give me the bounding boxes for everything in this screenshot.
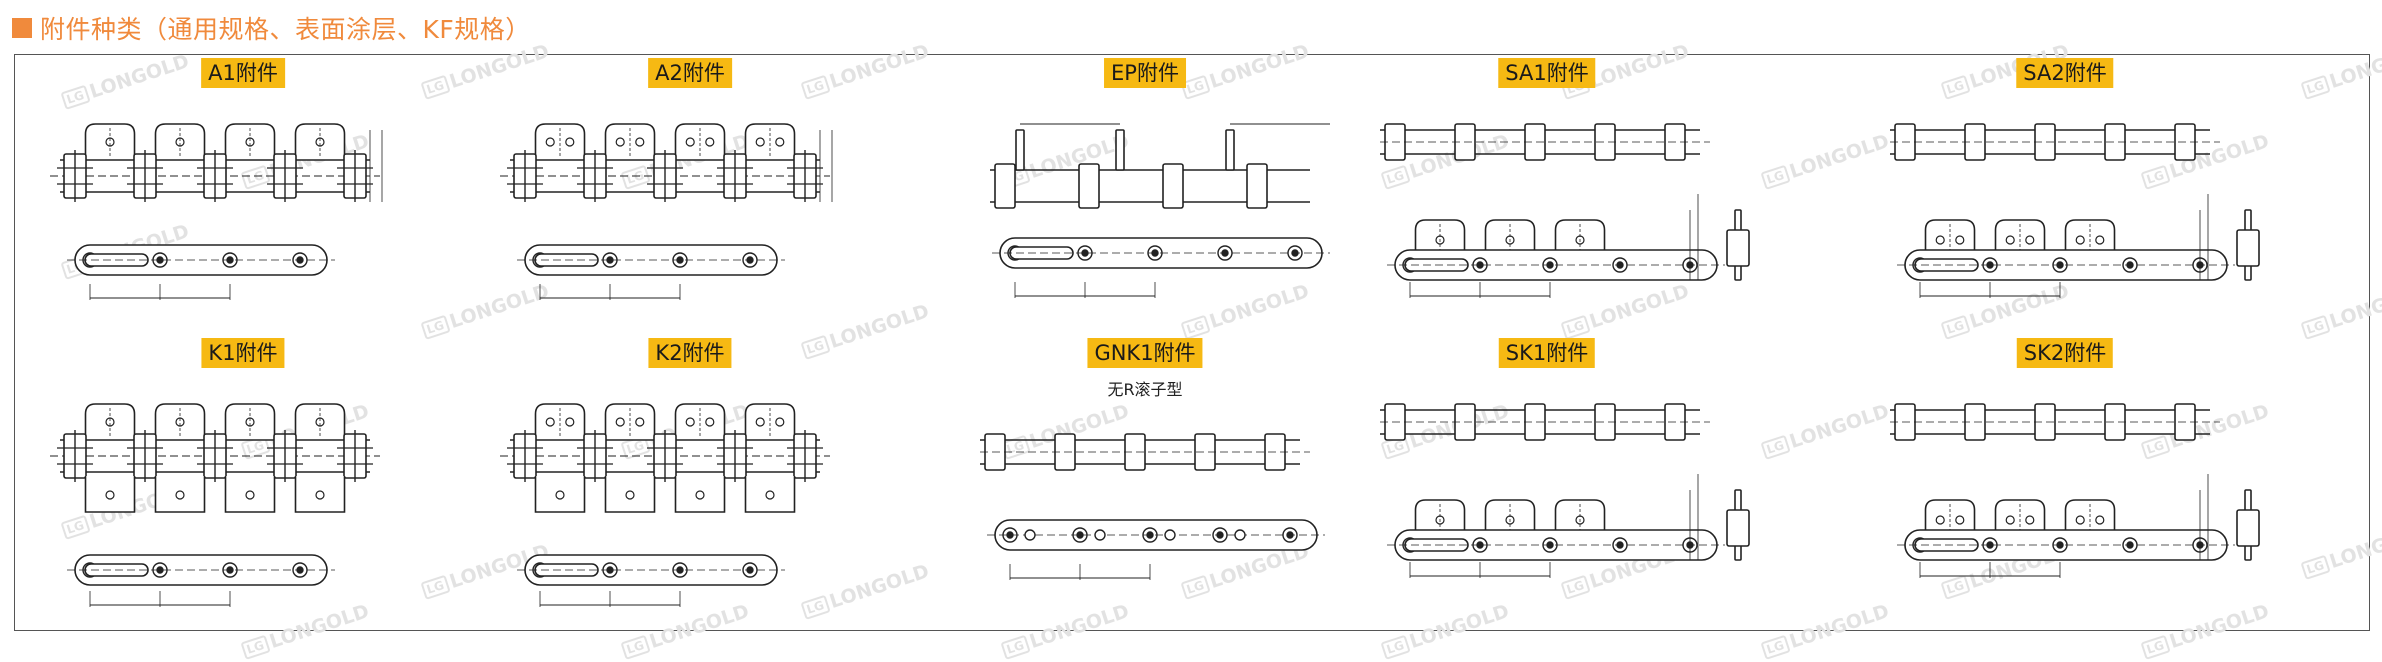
attachment-title: SA1附件 [1498,58,1596,88]
attachment-note: 无R滚子型 [1107,380,1183,399]
attachment-diagram-ep [990,123,1330,298]
attachment-title: A1附件 [201,58,285,88]
watermark-logo-icon: LG [2140,634,2171,660]
watermark-logo-icon: LG [1760,634,1791,660]
attachment-diagram-k1 [50,403,380,607]
attachment-title: SK1附件 [1498,338,1596,368]
attachment-title: K2附件 [648,338,732,368]
attachment-title: SA2附件 [2016,58,2114,88]
attachment-diagram-a1 [50,123,383,300]
section-header: 附件种类（通用规格、表面涂层、KF规格） [12,8,531,48]
attachment-diagram-k2 [500,403,830,607]
attachment-diagram-gnk1 [980,433,1325,580]
diagram-frame [14,54,2370,631]
watermark-logo-icon: LG [240,634,271,660]
attachment-diagram-sk1 [1380,403,1750,578]
attachment-title: SK2附件 [2016,338,2114,368]
section-title: 附件种类（通用规格、表面涂层、KF规格） [40,15,531,44]
attachment-title: EP附件 [1104,58,1186,88]
watermark-logo-icon: LG [620,634,651,660]
attachment-diagram-a2 [500,123,833,300]
attachment-diagram-sa2 [1890,123,2260,298]
header-square-icon [12,18,32,38]
attachment-diagram-sk2 [1890,403,2260,578]
attachment-title: K1附件 [201,338,285,368]
watermark-logo-icon: LG [1380,634,1411,660]
attachment-title: GNK1附件 [1087,338,1203,368]
attachment-diagram-sa1 [1380,123,1750,298]
attachment-title: A2附件 [648,58,732,88]
watermark-logo-icon: LG [1000,634,1031,660]
